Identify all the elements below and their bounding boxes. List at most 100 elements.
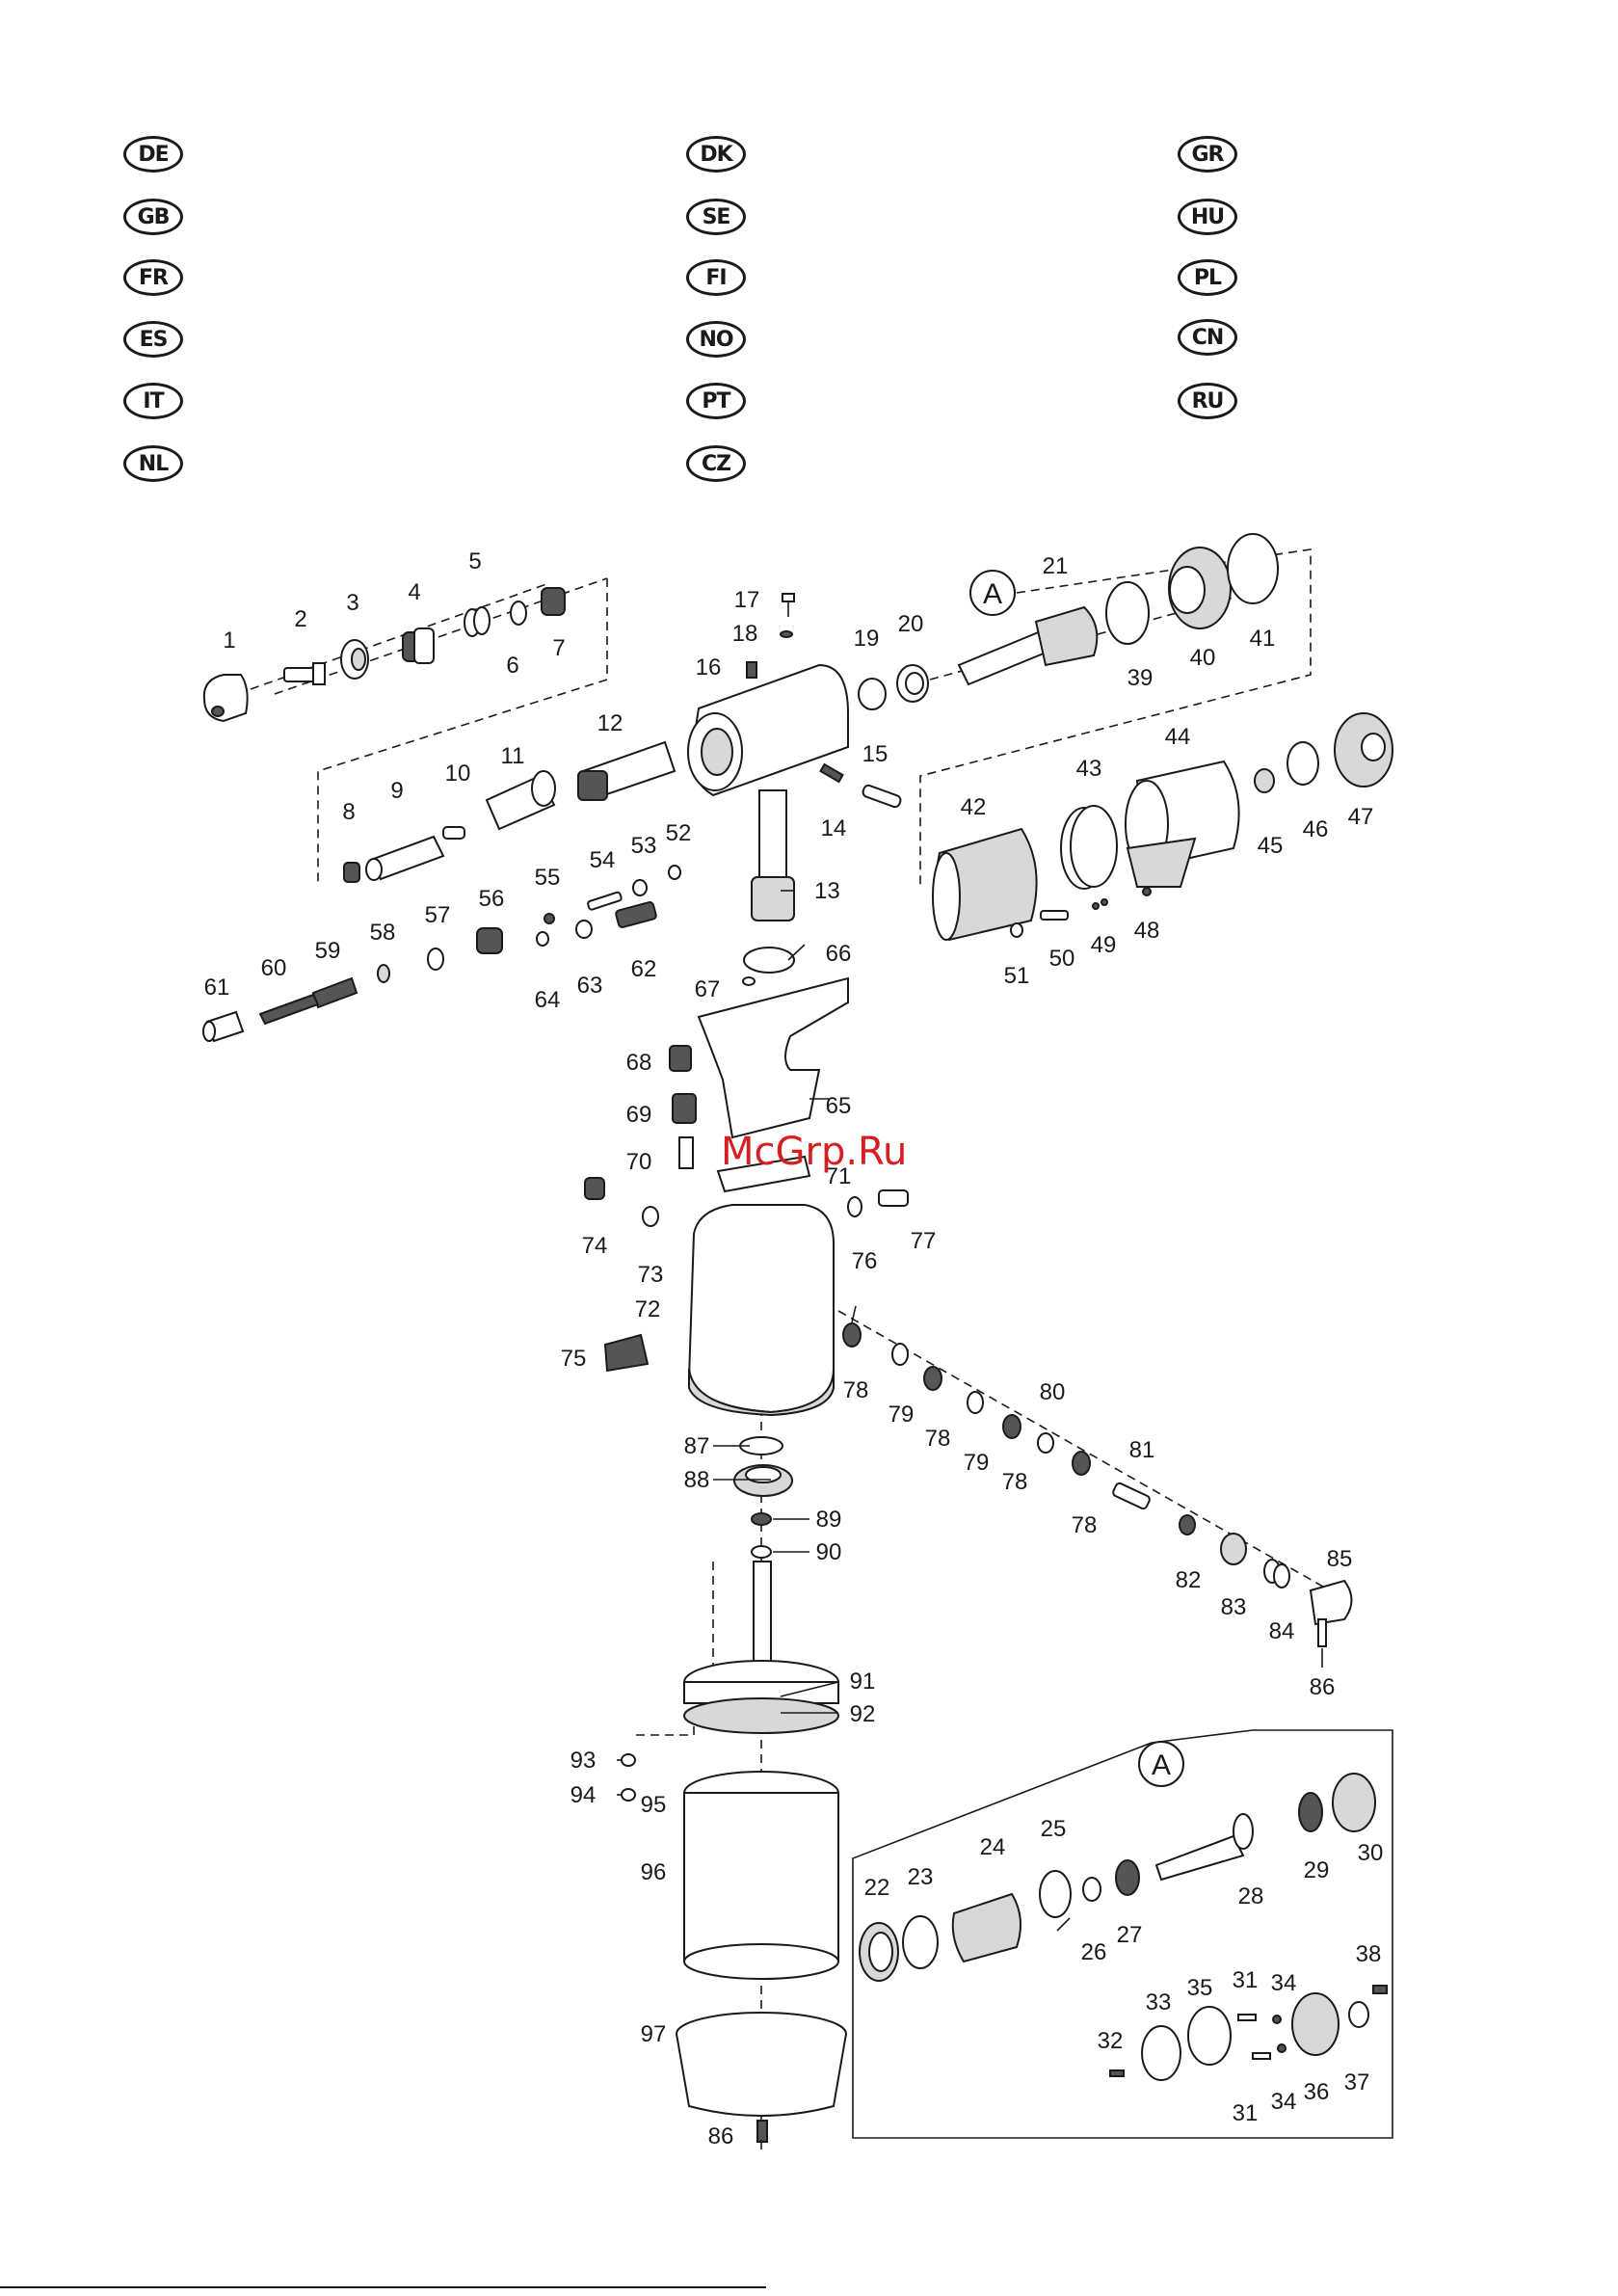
label-43: 43 [1076,756,1102,782]
label-79a: 79 [889,1402,915,1428]
part-78-valve-b [923,1366,942,1391]
label-88: 88 [684,1467,710,1493]
label-33: 33 [1146,1989,1172,2016]
label-24: 24 [980,1834,1006,1860]
lang-badge-es: ES [123,321,183,358]
label-11: 11 [501,743,525,769]
part-45-nut [1254,768,1275,793]
part-13-handle-column [751,789,795,921]
part-14-pin [819,762,844,784]
label-48: 48 [1134,918,1160,944]
label-5: 5 [468,548,481,574]
leader-lines [617,890,1323,2149]
label-28: 28 [1238,1883,1264,1909]
label-30: 30 [1358,1840,1384,1866]
part-10-pin [442,826,465,840]
label-92: 92 [850,1701,876,1727]
label-52: 52 [666,820,692,846]
part-57-washer [427,948,444,971]
part-84-rings [1263,1559,1290,1589]
label-42: 42 [961,794,987,820]
part-28-rod [1154,1813,1254,1882]
label-36: 36 [1304,2079,1330,2105]
lang-badge-gb: GB [123,199,183,235]
lang-badge-nl: NL [123,445,183,482]
part-78-valve-d [1072,1451,1091,1476]
part-47-end-cap [1334,712,1393,788]
label-44: 44 [1165,724,1191,750]
lang-badge-gr: GR [1178,136,1237,173]
part-78-valve-c [1002,1414,1021,1439]
part-61-cap [202,1010,245,1043]
part-52-o-ring [668,865,681,880]
label-26: 26 [1081,1939,1107,1965]
label-14: 14 [821,815,847,841]
label-86b: 86 [708,2123,734,2149]
part-85-swivel [1309,1579,1353,1626]
axis-line-93 [636,1725,695,1736]
label-50: 50 [1049,946,1075,972]
label-63: 63 [577,973,603,999]
part-72-body [687,1204,835,1417]
part-2-pin [283,662,326,685]
lang-badge-cz: CZ [686,445,746,482]
part-80-ring [1037,1432,1054,1454]
label-46: 46 [1303,816,1329,842]
part-56-bushing [476,927,503,954]
label-57: 57 [425,902,451,928]
label-18: 18 [732,621,758,647]
label-22: 22 [864,1875,890,1901]
label-70: 70 [626,1149,652,1175]
part-24-piston [951,1892,1021,1963]
label-3: 3 [346,590,358,616]
label-84: 84 [1269,1618,1295,1644]
part-78-valve-a [842,1322,862,1348]
part-86-screw-top [1317,1618,1327,1647]
part-38-screw [1372,1985,1388,1994]
label-83: 83 [1221,1594,1247,1620]
lang-badge-cn: CN [1178,319,1237,356]
part-34-balls [1272,2015,1286,2053]
label-64: 64 [535,987,561,1013]
label-93: 93 [570,1748,597,1774]
part-19-ring [858,678,887,710]
part-75-silencer [603,1333,650,1373]
part-17-screw [782,593,795,617]
label-75: 75 [561,1346,587,1372]
part-58-nut [377,964,390,983]
label-58: 58 [370,920,396,946]
label-69: 69 [626,1102,652,1128]
label-72: 72 [635,1296,661,1322]
axis-line-valves [837,1310,1331,1591]
part-36-valve-body [1291,1992,1339,2056]
label-49: 49 [1091,932,1117,958]
label-86a: 86 [1310,1674,1336,1700]
part-95-96-cylinder [683,1771,839,1980]
part-16-screw [746,661,757,679]
part-59-spring [311,976,358,1009]
label-79b: 79 [964,1450,990,1476]
detail-A-frame [852,1729,1393,2139]
part-15-pin [862,784,902,809]
part-91-piston-rod [683,1561,839,1704]
part-12-coupling [577,740,676,802]
label-19: 19 [854,626,880,652]
part-30-cap [1332,1773,1376,1832]
part-33-plate [1141,2025,1181,2081]
label-59: 59 [315,938,341,964]
label-29: 29 [1304,1857,1330,1883]
part-48-pin [1142,887,1152,896]
label-4: 4 [408,579,420,605]
label-80: 80 [1040,1379,1066,1405]
part-43-seals [1060,805,1118,890]
part-6-washer [510,601,527,626]
lang-badge-de: DE [123,136,183,173]
watermark-text: McGrp.Ru [721,1130,907,1174]
part-89-seal [751,1512,772,1526]
part-35-ring [1187,2006,1232,2066]
label-9: 9 [390,778,403,804]
part-81-valve-stem [1112,1482,1151,1510]
label-74: 74 [582,1233,608,1259]
part-66-clip [743,947,795,974]
